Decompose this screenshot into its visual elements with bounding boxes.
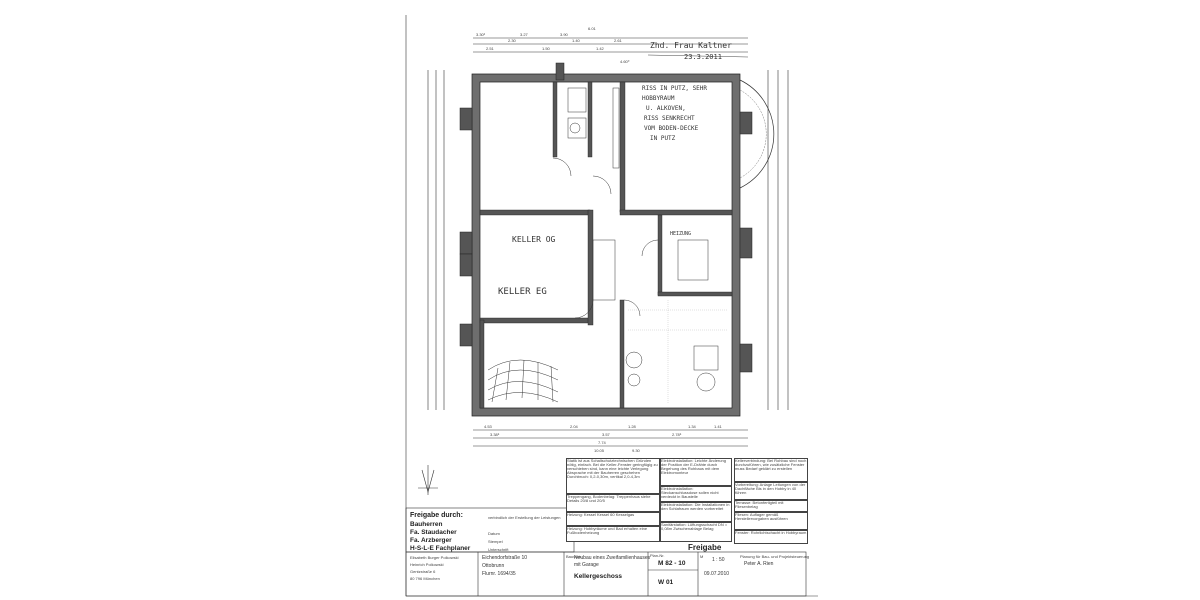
dim-bottom: 1.28 xyxy=(628,424,636,429)
dim-top: 1.50 xyxy=(542,46,550,51)
dim-top: 3.90 xyxy=(560,32,568,37)
approval-field-stamp: Stempel xyxy=(488,539,503,544)
handwritten-note: RISS IN PUTZ, SEHR xyxy=(642,85,708,92)
location-line: Eichendorfstraße 10 xyxy=(482,555,528,561)
note-box: Vorbereitung: Anlage Leitungen von der D… xyxy=(734,482,808,500)
dim-top: 1.40 xyxy=(572,38,580,43)
project-line: mit Garage xyxy=(574,562,599,568)
dim-top: 3.30² xyxy=(476,32,486,37)
dim-top: 4.60⁰ xyxy=(620,59,630,64)
owner-line: Elisabeth Burger Polkowski xyxy=(410,555,459,560)
approval-title: Freigabe durch: xyxy=(410,512,463,519)
location-line: Ottobrunn xyxy=(482,563,505,569)
note-box: Elektroinstallation: Die Installationen … xyxy=(660,502,732,522)
handwritten-note: VOM BODEN-DECKE xyxy=(644,125,699,132)
floor-plan-drawing xyxy=(405,15,818,597)
dim-bottom: 10.05 xyxy=(594,448,605,453)
note-box: Kellerverbindung: Bei Rohbau sind noch d… xyxy=(734,458,808,482)
handwritten-date: 23.3.2011 xyxy=(684,53,722,61)
plan-sheet: Zhd. Frau Kaltner 23.3.2011 3.30² 3.27 1… xyxy=(388,0,820,600)
note-box: Sanitärstation: Lüftungsschacht DN = 0,0… xyxy=(660,522,732,542)
note-box: Fenster: Rohrlichtschacht in Hobbyraum xyxy=(734,530,808,544)
plan-date: 09.07.2010 xyxy=(704,571,730,577)
project-line: Neubau eines Zweifamilienhauses xyxy=(574,555,651,561)
dim-top: 2.61 xyxy=(614,38,622,43)
room-label-keller-eg: KELLER EG xyxy=(498,287,547,297)
approval-note: verbindlich der Erstellung der Leistunge… xyxy=(488,515,561,520)
dim-top: 6.01 xyxy=(588,26,596,31)
note-box: Heizung: Kessel Kessel 60 Kesselgas xyxy=(566,512,660,526)
dim-bottom: 1.34 xyxy=(688,424,696,429)
location-line: Flurnr. 1694/35 xyxy=(482,571,516,577)
dim-bottom: 4.53 xyxy=(484,424,492,429)
note-box: Treppengang, Bodenbelag: Treppenhaus sie… xyxy=(566,494,660,512)
approval-role: Fa. Staudacher xyxy=(410,529,457,536)
dim-top: 3.27 xyxy=(520,32,528,37)
note-box: Fliesen: Auflager gemäß Herstellervorgab… xyxy=(734,512,808,530)
owner-line: Gentzstraße 6 xyxy=(410,569,436,574)
project-label: Bauvorh. xyxy=(566,554,583,559)
note-box: Elektroinstallation: Steckanschlussdose … xyxy=(660,486,732,502)
freigabe-heading: Freigabe xyxy=(688,543,722,552)
approval-role: Fa. Arzberger xyxy=(410,537,452,544)
note-box: Terrasse: Betonfertigteil mit Fliesenbel… xyxy=(734,500,808,512)
room-label-heizung: HEIZUNG xyxy=(670,231,692,237)
dim-bottom: 2.04 xyxy=(570,424,578,429)
approval-role: Bauherren xyxy=(410,521,443,528)
plan-number: M 82 - 10 xyxy=(658,560,686,567)
architect-name: Peter A. Rien xyxy=(744,561,774,567)
approval-role: H-S-L-E Fachplaner xyxy=(410,545,471,552)
approval-field-date: Datum xyxy=(488,531,500,536)
owner-line: Heinrich Polkowski xyxy=(410,562,444,567)
scale-label: M xyxy=(700,554,704,559)
architect-label: Planung für Bau- und Projektsteuerung xyxy=(740,554,810,559)
scale-value: 1 : 50 xyxy=(712,557,725,563)
plan-no-label: Plan-Nr. xyxy=(650,553,665,558)
handwritten-title: Zhd. Frau Kaltner xyxy=(650,41,732,50)
dim-bottom: 7.74 xyxy=(598,440,606,445)
dim-bottom: 3.57 xyxy=(602,432,610,437)
dim-top: 2.51 xyxy=(486,46,494,51)
dim-top: 1.42 xyxy=(596,46,604,51)
dim-top: 2.30 xyxy=(508,38,516,43)
note-box: Elektroinstallation: Leichte Änderung de… xyxy=(660,458,732,486)
approval-field-signature: Unterschrift xyxy=(488,547,509,552)
handwritten-note: U. ALKOVEN, xyxy=(646,105,686,112)
handwritten-note: RISS SENKRECHT xyxy=(644,115,695,122)
note-box: Heizung: Hobbyräume und Bad erhalten ein… xyxy=(566,526,660,542)
note-box: Statik ist aus Schallschutztechnischen G… xyxy=(566,458,660,494)
room-label-keller-og: KELLER OG xyxy=(512,235,556,244)
owner-line: 80 796 München xyxy=(410,576,440,581)
dim-bottom: 1.41 xyxy=(714,424,722,429)
plan-index: W 01 xyxy=(658,579,674,586)
handwritten-note: IN PUTZ xyxy=(650,135,676,142)
handwritten-note: HOBBYRAUM xyxy=(642,95,675,102)
dim-bottom: 9.30 xyxy=(632,448,640,453)
dim-bottom: 3.38⁵ xyxy=(490,432,500,437)
dim-bottom: 2.78⁵ xyxy=(672,432,682,437)
drawing-title: Kellergeschoss xyxy=(574,573,623,580)
